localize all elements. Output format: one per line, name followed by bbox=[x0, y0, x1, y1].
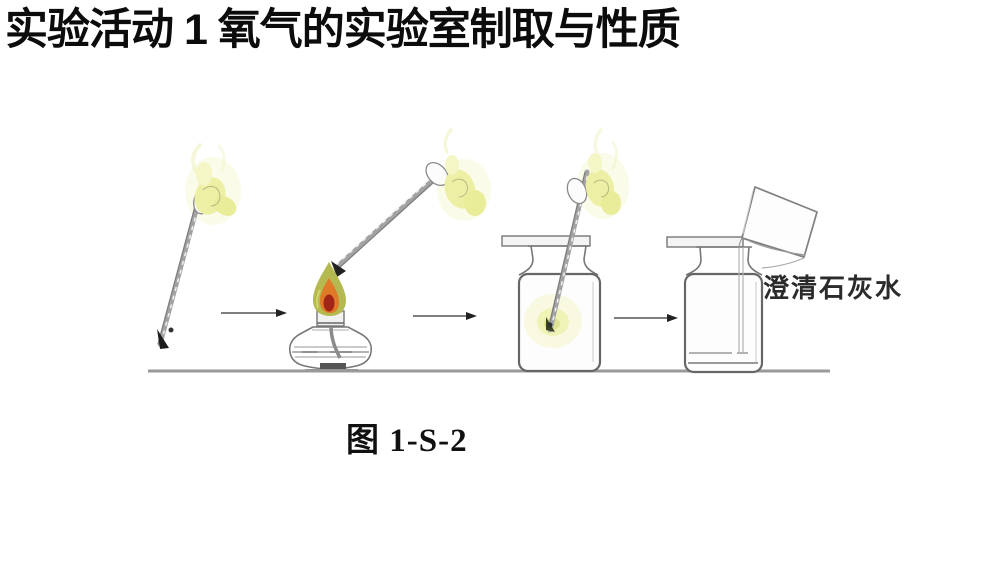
limewater-label: 澄清石灰水 bbox=[763, 274, 904, 303]
pouring-beaker bbox=[741, 186, 818, 258]
lamp-foot bbox=[320, 363, 346, 371]
charred-tip bbox=[331, 261, 346, 277]
alcohol-lamp-relight-splint-icon bbox=[288, 128, 491, 371]
splint-in-gas-bottle-icon bbox=[501, 128, 629, 373]
page-title: 实验活动 1 氧气的实验室制取与性质 bbox=[5, 6, 681, 54]
wick bbox=[329, 325, 342, 359]
burning-splint-icon bbox=[157, 143, 241, 349]
glass-plate bbox=[666, 236, 744, 248]
charred-tip bbox=[157, 329, 169, 349]
figure-caption: 图 1-S-2 bbox=[346, 423, 468, 459]
liquid-stream bbox=[738, 247, 744, 352]
arrow-icon bbox=[413, 312, 477, 320]
gas-bottle bbox=[683, 272, 764, 374]
pour-limewater-into-bottle-icon bbox=[666, 186, 818, 374]
glass-plate bbox=[501, 235, 591, 247]
arrow-icon bbox=[614, 314, 678, 322]
arrow-icon bbox=[221, 309, 287, 317]
